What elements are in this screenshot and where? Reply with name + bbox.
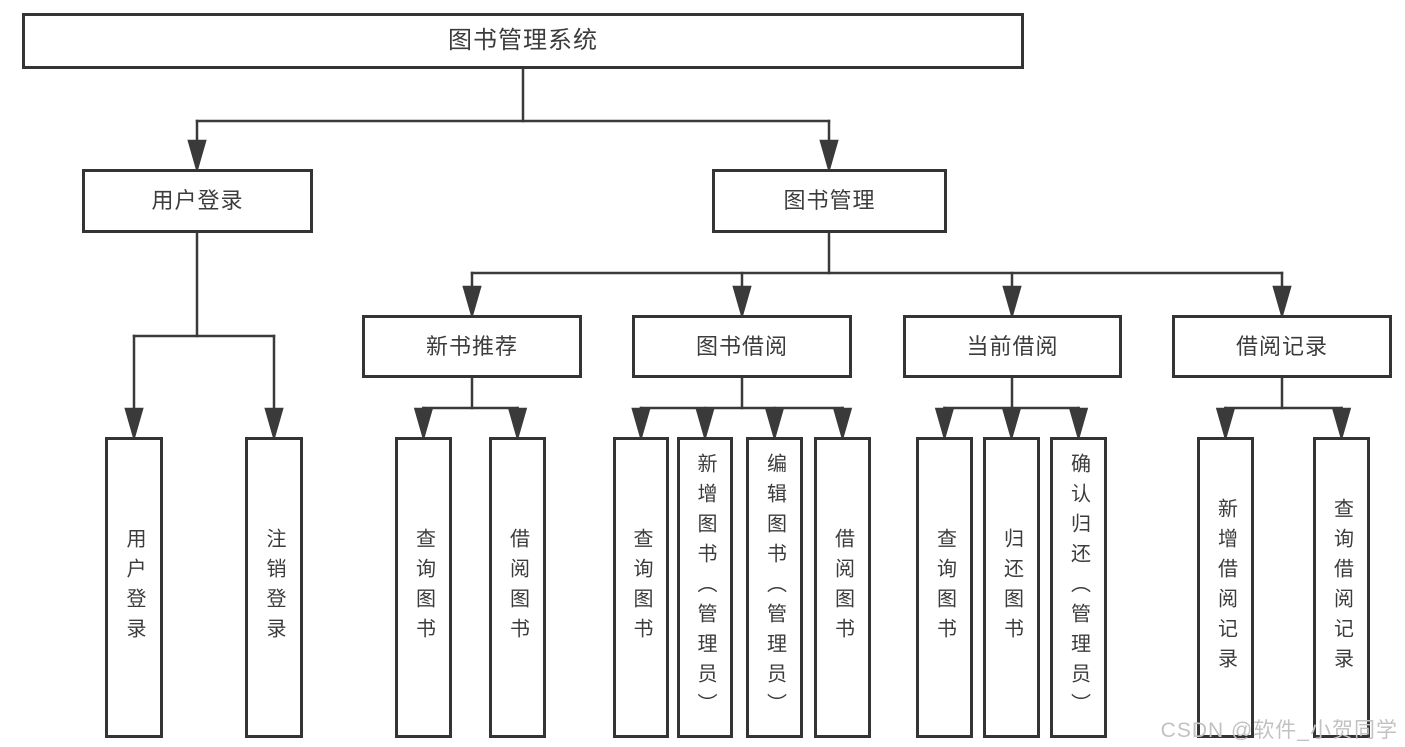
node-borrowing-records: 借阅记录	[1172, 315, 1392, 378]
leaf-query-books-3-label: 查询图书	[933, 527, 956, 648]
leaf-add-books-admin-label: 新增图书（管理员）	[694, 452, 716, 723]
leaf-edit-books-admin: 编辑图书（管理员）	[746, 437, 803, 738]
leaf-confirm-return-admin-label: 确认归还（管理员）	[1067, 452, 1090, 723]
node-root-label: 图书管理系统	[448, 27, 598, 54]
leaf-query-books-1-label: 查询图书	[412, 527, 435, 648]
edge-user-login-to-leaves	[124, 231, 284, 442]
edge-new-book-recommend-to-leaves	[413, 376, 528, 442]
leaf-add-books-admin: 新增图书（管理员）	[677, 437, 733, 738]
leaf-add-borrow-record-label: 新增借阅记录	[1214, 497, 1237, 678]
leaf-add-borrow-record: 新增借阅记录	[1197, 437, 1254, 738]
leaf-query-borrow-record-label: 查询借阅记录	[1330, 497, 1353, 678]
edge-book-management-to-level3	[462, 231, 1292, 320]
csdn-watermark: CSDN @软件_小贺同学	[1160, 719, 1398, 742]
leaf-query-borrow-record: 查询借阅记录	[1313, 437, 1370, 738]
node-book-borrowing: 图书借阅	[632, 315, 852, 378]
leaf-return-books: 归还图书	[983, 437, 1040, 738]
node-book-management-label: 图书管理	[783, 188, 876, 213]
node-user-login-label: 用户登录	[151, 188, 244, 213]
leaf-edit-books-admin-label: 编辑图书（管理员）	[763, 452, 786, 723]
node-new-book-recommend: 新书推荐	[362, 315, 582, 378]
leaf-borrow-books-1-label: 借阅图书	[506, 527, 529, 648]
edge-root-to-level2	[187, 67, 839, 174]
node-borrowing-records-label: 借阅记录	[1235, 333, 1328, 359]
node-root: 图书管理系统	[22, 13, 1024, 69]
leaf-user-login-label: 用户登录	[123, 527, 145, 648]
leaf-query-books-2-label: 查询图书	[630, 527, 652, 648]
leaf-borrow-books-2-label: 借阅图书	[831, 527, 854, 648]
leaf-confirm-return-admin: 确认归还（管理员）	[1050, 437, 1107, 738]
leaf-borrow-books-2: 借阅图书	[814, 437, 871, 738]
node-user-login: 用户登录	[82, 169, 313, 233]
leaf-borrow-books-1: 借阅图书	[489, 437, 546, 738]
leaf-query-books-1: 查询图书	[395, 437, 452, 738]
node-current-borrowing-label: 当前借阅	[966, 333, 1059, 359]
leaf-query-books-3: 查询图书	[916, 437, 973, 738]
edge-current-borrowing-to-leaves	[934, 376, 1089, 442]
leaf-return-books-label: 归还图书	[1000, 527, 1023, 648]
leaf-query-books-2: 查询图书	[613, 437, 669, 738]
node-book-borrowing-label: 图书借阅	[695, 333, 788, 359]
edge-borrowing-records-to-leaves	[1215, 376, 1352, 442]
node-current-borrowing: 当前借阅	[903, 315, 1122, 378]
node-book-management: 图书管理	[712, 169, 947, 233]
leaf-logout: 注销登录	[245, 437, 303, 738]
leaf-user-login: 用户登录	[105, 437, 163, 738]
node-new-book-recommend-label: 新书推荐	[425, 333, 518, 359]
leaf-logout-label: 注销登录	[263, 527, 285, 648]
edge-book-borrowing-to-leaves	[631, 376, 853, 442]
